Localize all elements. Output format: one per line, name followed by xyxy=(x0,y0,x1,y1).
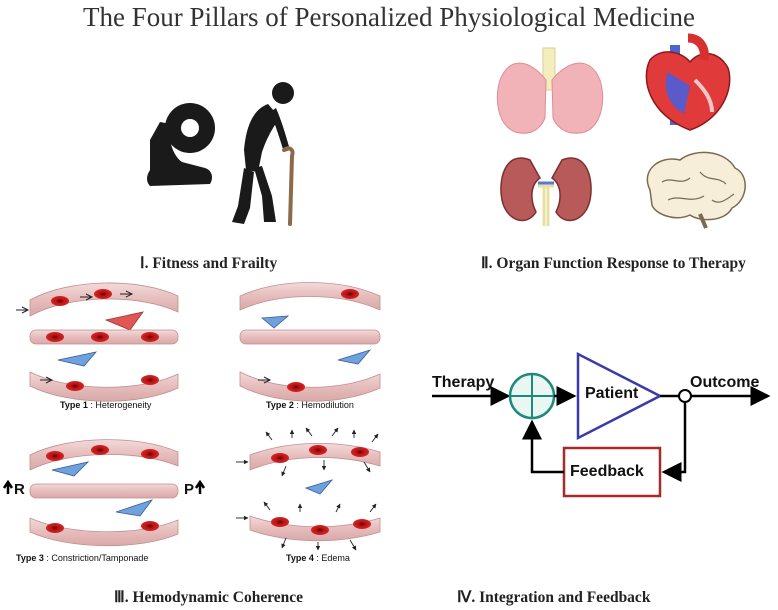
red-blood-cell xyxy=(91,445,109,455)
type2-hemodilution-panel xyxy=(239,282,381,402)
red-blood-cell xyxy=(141,449,159,459)
type1-heterogeneity-panel xyxy=(16,282,179,402)
red-blood-cell xyxy=(46,332,64,342)
cell-red xyxy=(104,311,144,331)
cell-blue xyxy=(115,499,154,517)
patient-block xyxy=(576,351,663,441)
patient-label: Patient xyxy=(585,385,639,402)
cell-blue xyxy=(304,479,334,495)
pillar-caption-organ-function: Ⅱ. Organ Function Response to Therapy xyxy=(481,255,746,272)
brain-icon xyxy=(646,151,746,229)
type3-constriction-panel xyxy=(2,439,206,547)
red-blood-cell xyxy=(341,289,359,299)
red-blood-cell xyxy=(94,289,112,299)
type3-marker-r: R xyxy=(14,481,25,498)
red-blood-cell xyxy=(271,517,289,527)
outcome-label: Outcome xyxy=(690,374,760,391)
therapy-label: Therapy xyxy=(432,374,495,391)
arrow-up-icon xyxy=(2,479,14,494)
red-blood-cell xyxy=(351,447,369,457)
arrow-up-icon xyxy=(194,479,206,494)
feedback-label: Feedback xyxy=(570,463,644,480)
pillar-caption-hemodynamic: Ⅲ. Hemodynamic Coherence xyxy=(114,589,304,606)
red-blood-cell xyxy=(271,453,289,463)
red-blood-cell xyxy=(141,332,159,342)
red-blood-cell xyxy=(66,381,84,391)
feedback-loop-diagram xyxy=(432,351,771,498)
red-blood-cell xyxy=(141,375,159,385)
red-blood-cell xyxy=(51,296,69,306)
flexed-arm-with-weight-icon xyxy=(147,103,215,186)
red-blood-cell xyxy=(141,521,159,531)
heart-icon xyxy=(645,33,731,131)
feedback-block xyxy=(562,446,662,498)
type3-caption: Type 3 : Constriction/Tamponade xyxy=(16,553,149,563)
pillar-caption-integration: Ⅳ. Integration and Feedback xyxy=(457,589,651,606)
red-blood-cell xyxy=(287,382,305,392)
type2-caption: Type 2 : Hemodilution xyxy=(266,400,354,410)
red-blood-cell xyxy=(309,445,327,455)
red-blood-cell xyxy=(46,451,64,461)
cell-blue xyxy=(337,349,372,365)
cell-blue xyxy=(260,315,290,329)
cell-blue xyxy=(57,351,98,367)
red-blood-cell xyxy=(46,523,64,533)
red-blood-cell xyxy=(311,525,329,535)
elderly-person-with-cane-icon xyxy=(232,82,295,226)
red-blood-cell xyxy=(91,332,109,342)
type4-edema-panel xyxy=(236,427,381,551)
type1-caption: Type 1 : Heterogeneity xyxy=(60,400,152,410)
kidneys-icon xyxy=(500,157,592,226)
red-blood-cell xyxy=(353,519,371,529)
type3-marker-p: P xyxy=(184,481,195,498)
figure-title: The Four Pillars of Personalized Physiol… xyxy=(83,2,695,32)
pillar-caption-fitness: Ⅰ. Fitness and Frailty xyxy=(140,255,278,272)
cell-blue xyxy=(51,461,90,477)
lungs-icon xyxy=(496,47,604,134)
type4-caption: Type 4 : Edema xyxy=(286,553,350,563)
